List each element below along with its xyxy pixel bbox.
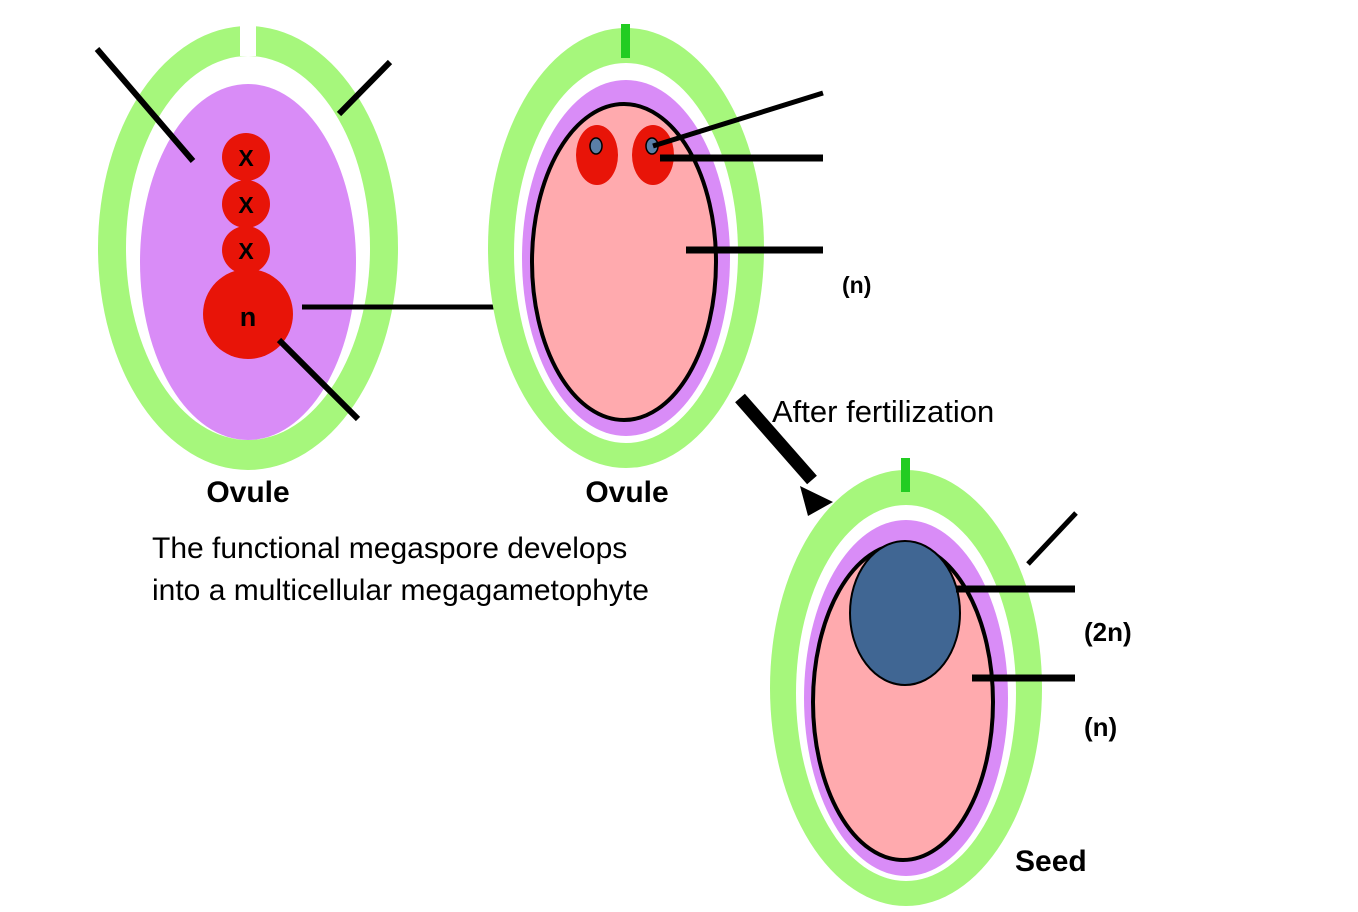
stage2-caption: Ovule: [585, 476, 668, 509]
stage2-ploidy-label: (n): [842, 272, 871, 298]
megaspore-degenerating-3: X: [222, 226, 270, 274]
egg-cell-left: [576, 125, 618, 185]
megaspore-body: [222, 133, 270, 181]
functional-megaspore-label: n: [240, 302, 257, 332]
embryo: [849, 540, 961, 686]
micropyle-gap: [240, 16, 256, 56]
megaspore-tetrad: X X X n: [203, 133, 293, 359]
nucellus-leader-line: [94, 47, 196, 163]
functional-megaspore-body: [203, 269, 293, 359]
megaspore-label: X: [238, 192, 254, 218]
stage3-caption: Seed: [1015, 845, 1087, 878]
megagametophyte: [530, 102, 718, 422]
megaspore-note-line1: The functional megaspore develops: [152, 532, 627, 565]
egg-cell-nucleus: [589, 137, 603, 155]
after-fertilization-arrow: [735, 393, 833, 516]
fertilization-arrow-head: [800, 486, 833, 516]
micropyle-tick: [621, 24, 630, 58]
megaspore-body: [222, 226, 270, 274]
egg-cell-body: [576, 125, 618, 185]
megaspore-label: X: [238, 238, 254, 264]
stage1-caption: Ovule: [206, 476, 289, 509]
megaspore-degenerating-1: X: [222, 133, 270, 181]
fertilization-arrow-shaft: [735, 393, 817, 485]
megaspore-note-line2: into a multicellular megagametophyte: [152, 574, 649, 607]
egg-nucleus-leader-line: [652, 90, 824, 149]
megaspore-degenerating-2: X: [222, 180, 270, 228]
micropyle-tick: [901, 458, 910, 492]
egg-cell-right: [632, 125, 674, 185]
functional-megaspore-leader-line: [276, 337, 361, 422]
stage1-ovule: X X X n Ovule: [94, 16, 398, 509]
megaspore-label: X: [238, 145, 254, 171]
megaspore-functional: n: [203, 269, 293, 359]
megaspore-body: [222, 180, 270, 228]
embryo-ploidy-label: (2n): [1084, 617, 1132, 647]
after-fertilization-label: After fertilization: [772, 394, 994, 429]
stage3-seed: (2n) (n) Seed: [770, 458, 1132, 906]
seed-coat-leader-line: [1026, 511, 1078, 566]
stage2-ovule: (n) Ovule: [488, 24, 871, 509]
integument-leader-line: [336, 59, 393, 117]
megaspore-note: The functional megaspore develops into a…: [152, 532, 649, 607]
egg-cell-body: [632, 125, 674, 185]
megagametophyte-ploidy-label: (n): [1084, 712, 1117, 742]
